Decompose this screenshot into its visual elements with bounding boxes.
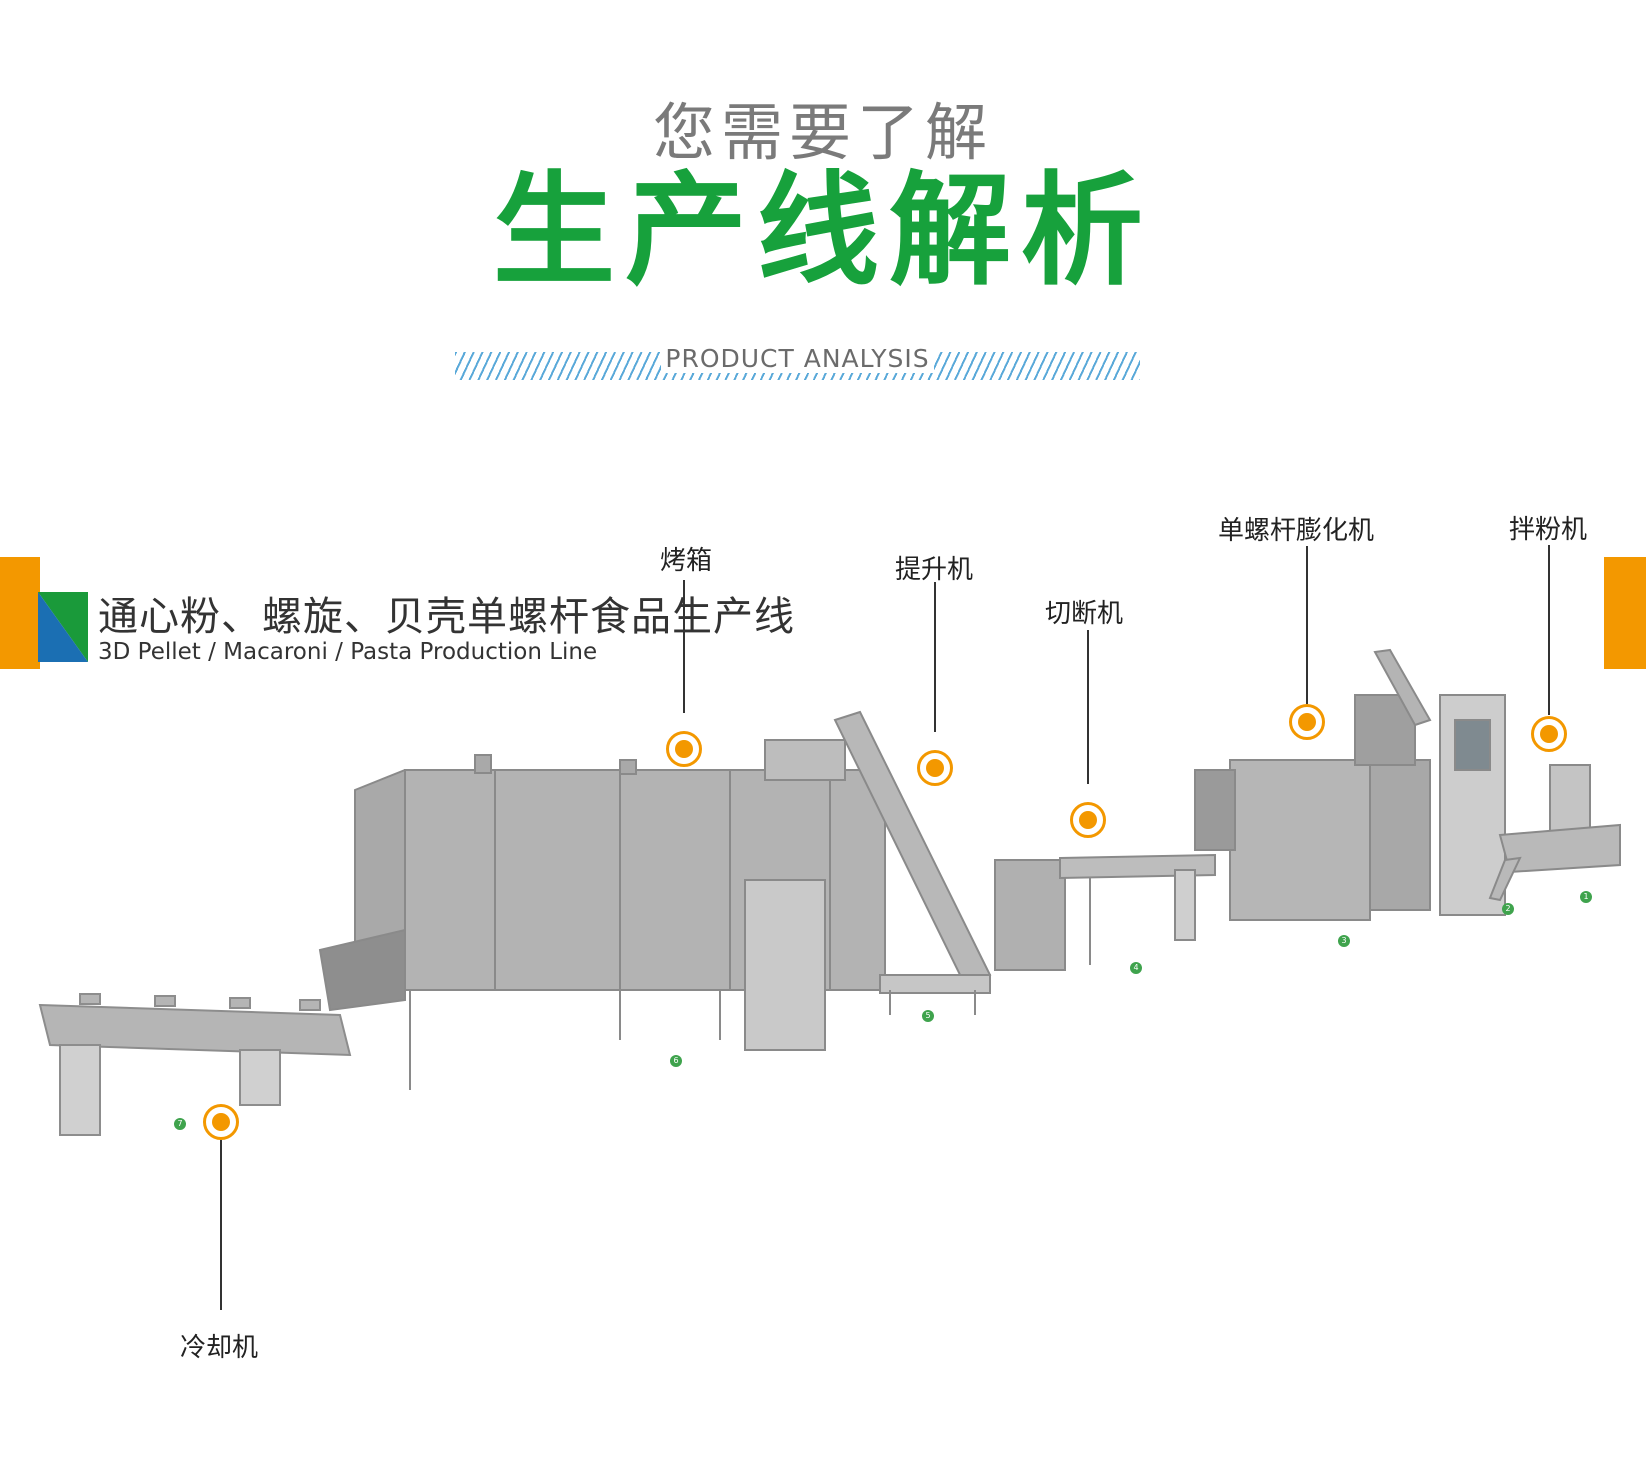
cutter-leader	[1087, 630, 1089, 784]
step-number-5: 5	[922, 1010, 934, 1022]
step-number-6: 6	[670, 1055, 682, 1067]
mixer-machine	[1488, 764, 1621, 902]
left-accent-thin	[33, 557, 40, 669]
machine-label-cutter: 切断机	[1045, 599, 1124, 629]
machine-label-oven: 烤箱	[660, 546, 713, 576]
tagline: PRODUCT ANALYSIS	[455, 344, 1140, 373]
step-number-4: 4	[1130, 962, 1142, 974]
cooler-marker[interactable]	[203, 1104, 239, 1140]
right-accent-thin	[1604, 557, 1611, 669]
step-number-7: 7	[174, 1118, 186, 1130]
machine-label-elevator: 提升机	[895, 555, 974, 585]
extruder-machine	[1194, 648, 1506, 921]
step-number-1: 1	[1580, 891, 1592, 903]
line-logo-icon	[38, 592, 88, 662]
mixer-leader	[1548, 545, 1550, 715]
step-number-2: 2	[1502, 903, 1514, 915]
extruder-marker[interactable]	[1289, 704, 1325, 740]
machine-label-extruder: 单螺杆膨化机	[1218, 516, 1375, 546]
tagline-text: PRODUCT ANALYSIS	[661, 344, 934, 373]
step-number-3: 3	[1338, 935, 1350, 947]
cooler-leader	[220, 1140, 222, 1310]
line-title-en: 3D Pellet / Macaroni / Pasta Production …	[98, 639, 598, 665]
machine-label-cooler: 冷却机	[180, 1333, 259, 1363]
elevator-marker[interactable]	[917, 750, 953, 786]
oven-marker[interactable]	[666, 731, 702, 767]
cutter-marker[interactable]	[1070, 802, 1106, 838]
cooler-machine	[38, 993, 352, 1136]
left-accent-bar	[0, 557, 36, 669]
elevator-leader	[934, 582, 936, 732]
right-accent-bar	[1610, 557, 1646, 669]
oven-leader	[683, 580, 685, 713]
mixer-marker[interactable]	[1531, 716, 1567, 752]
extruder-leader	[1306, 546, 1308, 704]
oven-machine	[318, 739, 886, 1090]
page-title: 生产线解析	[493, 160, 1153, 302]
line-title-zh: 通心粉、螺旋、贝壳单螺杆食品生产线	[98, 594, 795, 640]
cutter-machine	[994, 853, 1216, 971]
elevator-machine	[833, 710, 992, 1015]
machine-label-mixer: 拌粉机	[1509, 515, 1588, 545]
page-subtitle: 您需要了解	[652, 96, 993, 169]
